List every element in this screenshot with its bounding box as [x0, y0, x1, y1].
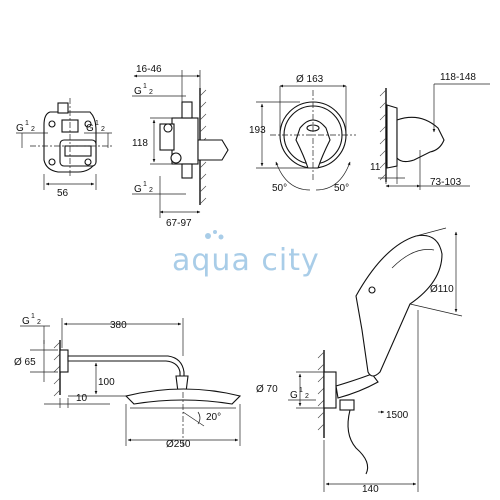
arm-length-value: 380	[110, 320, 127, 331]
box-side-view	[159, 88, 229, 205]
g-left-label: G	[16, 123, 24, 134]
g-outlet-num: 1	[299, 387, 303, 394]
trim-diameter-value: Ø 163	[296, 74, 324, 85]
trim-plate-view	[270, 90, 356, 180]
projection-range-value: 67-97	[166, 218, 192, 229]
projection-value: 140	[362, 484, 379, 495]
g-inlet-num: 1	[31, 313, 35, 320]
g-inlet-label: G	[22, 316, 30, 327]
g-outlet-label: G	[290, 390, 298, 401]
angle-right-value: 50°	[334, 183, 349, 194]
g-left-den: 2	[31, 126, 35, 133]
box-height-value: 118	[132, 138, 148, 149]
g-inlet-den: 2	[37, 319, 41, 326]
outlet-diameter-value: Ø 70	[256, 384, 278, 395]
head-diameter-value: Ø250	[166, 439, 191, 450]
trim-side-view	[379, 88, 445, 182]
watermark-text: aqua city	[172, 243, 320, 278]
g-outlet-den: 2	[305, 393, 309, 400]
g-right-label: G	[86, 123, 94, 134]
hand-head-diameter-value: Ø110	[430, 284, 454, 295]
plate-depth-value: 11	[370, 162, 381, 173]
g-top-den: 2	[149, 89, 153, 96]
g-bottom-num: 1	[143, 181, 147, 188]
g-top-label: G	[134, 86, 142, 97]
trim-side-dimensions: 118-148 11 73-103	[370, 72, 490, 190]
angle-left-value: 50°	[272, 183, 287, 194]
hand-shower-view	[317, 234, 443, 475]
hand-shower-dimensions: Ø110 Ø 70 G 1 2 1500 140	[256, 227, 463, 495]
lever-projection-value: 118-148	[440, 72, 476, 83]
box-side-dimensions: 16-46 G 1 2 118 G 1 2 67-97	[132, 64, 201, 229]
trim-plate-dimensions: Ø 163 193 50° 50°	[249, 74, 351, 194]
lever-offset-value: 73-103	[430, 177, 462, 188]
flange-diameter-value: Ø 65	[14, 357, 36, 368]
g-bottom-den: 2	[149, 187, 153, 194]
box-front-view	[30, 98, 112, 178]
watermark-drops	[205, 230, 224, 240]
hose-length-value: 1500	[386, 410, 409, 421]
flange-depth-value: 10	[76, 393, 88, 404]
box-width-value: 56	[57, 188, 69, 199]
box-front-dimensions: G 1 2 G 1 2 56	[16, 120, 112, 199]
g-bottom-label: G	[134, 184, 142, 195]
trim-height-value: 193	[249, 125, 266, 136]
g-left-num: 1	[25, 120, 29, 127]
g-right-num: 1	[95, 120, 99, 127]
drop-value: 100	[98, 377, 115, 388]
depth-range-value: 16-46	[136, 64, 162, 75]
g-right-den: 2	[101, 126, 105, 133]
tilt-angle-value: 20°	[206, 412, 221, 423]
g-top-num: 1	[143, 83, 147, 90]
shower-arm-dimensions: G 1 2 380 Ø 65 100 10 20° Ø250	[14, 313, 241, 450]
